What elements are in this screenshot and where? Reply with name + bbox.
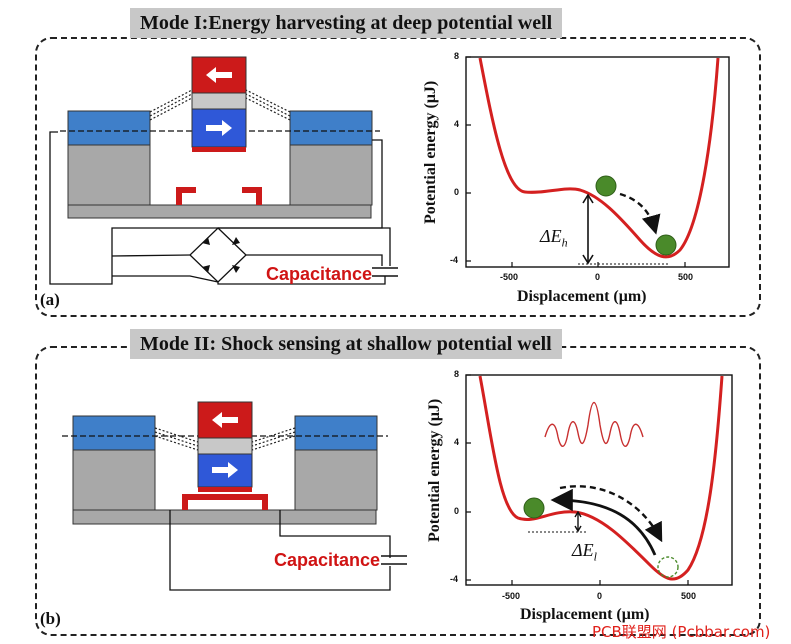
device-a bbox=[49, 56, 398, 285]
y-axis-title-a: Potential energy (μJ) bbox=[422, 80, 439, 224]
y-tick-b: 8 bbox=[454, 369, 460, 379]
delta-el-symbol: ΔE bbox=[572, 540, 594, 560]
potential-curve-a bbox=[478, 57, 720, 259]
anchor-left-a bbox=[67, 144, 151, 206]
arrow-left-icon bbox=[206, 67, 232, 83]
electrode-right-a bbox=[242, 187, 262, 205]
x-tick-a: -500 bbox=[500, 272, 519, 282]
electrode-left-a bbox=[176, 187, 196, 205]
y-tick-b: 4 bbox=[454, 437, 460, 447]
vibration-wave-icon bbox=[544, 402, 644, 447]
anchor-right-a bbox=[289, 144, 373, 206]
device-b bbox=[62, 401, 407, 591]
y-tick-a: 0 bbox=[454, 187, 460, 197]
capacitance-label-b: Capacitance bbox=[274, 550, 381, 570]
x-tick-b: 0 bbox=[597, 591, 603, 601]
beam-left-b bbox=[72, 415, 156, 451]
arrow-left-icon bbox=[212, 412, 238, 428]
beam-right-b bbox=[294, 415, 378, 451]
electrode-b bbox=[182, 494, 268, 510]
ball-bottom-b-dashed bbox=[657, 556, 679, 578]
capacitance-label-a: Capacitance bbox=[266, 264, 373, 284]
ball-top-b bbox=[523, 497, 545, 519]
x-tick-b: -500 bbox=[502, 591, 521, 601]
arrow-right-icon bbox=[212, 462, 238, 478]
x-tick-b: 500 bbox=[681, 591, 697, 601]
arrow-right-icon bbox=[206, 120, 232, 136]
x-tick-a: 0 bbox=[595, 272, 601, 282]
plot-a bbox=[465, 56, 730, 268]
x-axis-title-b: Displacement (μm) bbox=[520, 606, 650, 623]
spacer-b bbox=[197, 437, 253, 455]
delta-el-label: ΔEl bbox=[572, 540, 597, 565]
x-tick-a: 500 bbox=[678, 272, 694, 282]
y-tick-b: -4 bbox=[450, 574, 459, 584]
beam-right-a bbox=[289, 110, 373, 146]
ball-top-a bbox=[595, 175, 617, 197]
plot-b bbox=[465, 374, 733, 586]
ball-bottom-a bbox=[655, 234, 677, 256]
delta-eh-subscript: h bbox=[561, 235, 568, 250]
delta-el-subscript: l bbox=[593, 549, 597, 564]
x-axis-title-a: Displacement (μm) bbox=[517, 288, 647, 305]
substrate-b bbox=[72, 509, 377, 525]
bridge-rectifier bbox=[189, 227, 247, 283]
y-tick-a: 8 bbox=[454, 51, 460, 61]
panel-b-label: (b) bbox=[40, 609, 61, 628]
y-axis-title-b: Potential energy (μJ) bbox=[426, 398, 443, 542]
anchor-right-b bbox=[294, 449, 378, 511]
watermark: PCB联盟网 (Pcbbar.com) bbox=[592, 623, 771, 641]
panel-a-title: Mode I:Energy harvesting at deep potenti… bbox=[130, 8, 563, 38]
panel-a-frame bbox=[35, 37, 761, 317]
potential-curve-b bbox=[478, 375, 724, 581]
panel-a-label: (a) bbox=[40, 290, 60, 309]
delta-eh-symbol: ΔE bbox=[540, 226, 562, 246]
plot-frame-b bbox=[465, 374, 733, 586]
y-tick-a: -4 bbox=[450, 255, 459, 265]
spacer-a bbox=[191, 92, 247, 110]
y-tick-a: 4 bbox=[454, 119, 460, 129]
y-tick-b: 0 bbox=[454, 506, 460, 516]
anchor-left-b bbox=[72, 449, 156, 511]
panel-b-title: Mode II: Shock sensing at shallow potent… bbox=[130, 329, 562, 359]
substrate-a bbox=[67, 204, 372, 219]
delta-eh-label: ΔEh bbox=[540, 226, 568, 251]
beam-left-a bbox=[67, 110, 151, 146]
